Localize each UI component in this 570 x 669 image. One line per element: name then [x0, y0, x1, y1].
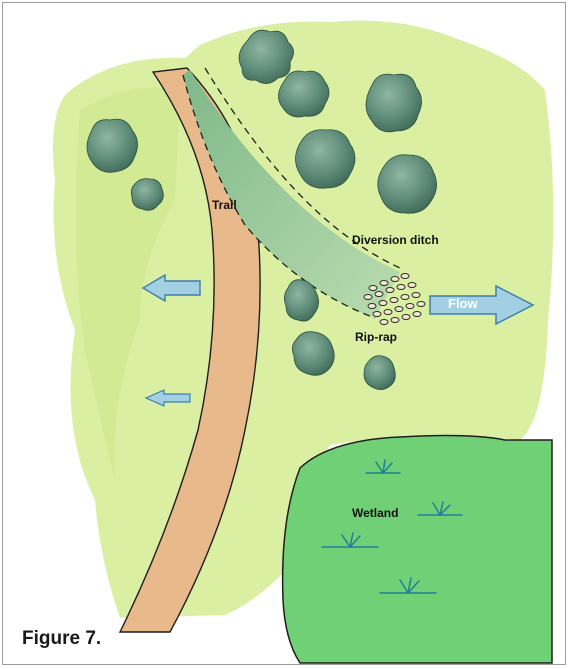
diversion-ditch-label: Diversion ditch: [352, 233, 439, 247]
wetland-label: Wetland: [352, 506, 398, 520]
figure-caption: Figure 7.: [22, 628, 101, 650]
shrub: [295, 130, 355, 189]
shrub: [378, 155, 437, 214]
shrub: [278, 71, 329, 117]
shrub: [364, 356, 395, 390]
shrub: [87, 119, 138, 172]
rip-rap-label: Rip-rap: [355, 330, 397, 344]
wetland-area: [283, 436, 552, 663]
flow-label: Flow: [448, 296, 478, 311]
shrub: [366, 74, 422, 132]
trail-label: Trail: [212, 198, 237, 212]
